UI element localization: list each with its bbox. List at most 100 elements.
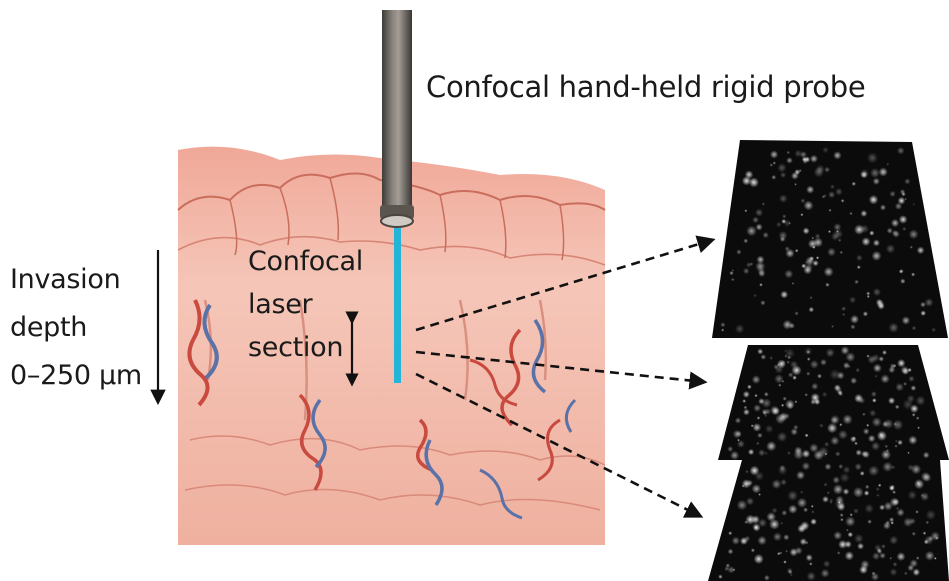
image-speckle <box>869 409 876 416</box>
image-speckle <box>896 507 899 510</box>
image-speckle <box>756 224 763 231</box>
image-speckle <box>758 493 761 496</box>
image-speckle <box>817 374 822 379</box>
image-speckle <box>935 536 939 540</box>
confocal-section-label: Confocal laser section <box>248 240 363 369</box>
image-speckle <box>776 222 782 228</box>
image-speckle <box>835 499 845 509</box>
image-speckle <box>838 501 841 504</box>
image-speckle <box>824 442 829 447</box>
image-speckle <box>877 494 880 497</box>
image-speckle <box>820 359 827 366</box>
image-speckle <box>886 244 895 253</box>
image-speckle <box>810 296 813 299</box>
image-speckle <box>849 296 856 303</box>
image-speckle <box>891 465 895 469</box>
invasion-depth-label: Invasion depth 0–250 µm <box>10 256 142 400</box>
image-speckle <box>872 251 882 261</box>
image-speckle <box>861 451 867 457</box>
image-speckle <box>752 484 761 493</box>
image-speckle <box>875 375 878 378</box>
image-speckle <box>881 544 886 549</box>
image-speckle <box>843 488 850 495</box>
image-speckle <box>736 249 741 254</box>
image-speckle <box>743 268 750 275</box>
image-speckle <box>832 476 840 484</box>
image-speckle <box>876 300 884 308</box>
image-speckle <box>889 557 892 560</box>
image-speckle <box>750 262 753 265</box>
image-speckle <box>787 451 790 454</box>
image-speckle <box>828 230 831 233</box>
image-speckle <box>831 417 839 425</box>
image-speckle <box>835 188 843 196</box>
image-speckle <box>891 219 899 227</box>
image-speckle <box>926 510 936 520</box>
image-speckle <box>752 217 759 224</box>
image-speckle <box>923 474 932 483</box>
image-speckle <box>785 550 788 553</box>
image-speckle <box>813 260 819 266</box>
image-speckle <box>757 433 762 438</box>
image-speckle <box>898 197 906 205</box>
image-speckle <box>853 508 859 514</box>
image-speckle <box>907 452 909 454</box>
image-speckle <box>785 249 794 258</box>
image-speckle <box>867 153 878 164</box>
image-speckle <box>925 551 935 561</box>
image-speckle <box>846 352 856 362</box>
probe-label: Confocal hand-held rigid probe <box>426 66 865 108</box>
image-speckle <box>783 534 789 540</box>
image-speckle <box>772 407 780 415</box>
image-speckle <box>787 151 790 154</box>
image-speckle <box>720 322 725 327</box>
image-speckle <box>791 428 798 435</box>
image-speckle <box>823 560 830 567</box>
image-speckle <box>921 492 930 501</box>
image-speckle <box>737 439 740 442</box>
image-speckle <box>783 560 786 563</box>
image-speckle <box>753 423 762 432</box>
image-speckle <box>886 163 889 166</box>
image-speckle <box>872 354 880 362</box>
section-label-line-2: laser <box>248 283 363 326</box>
image-speckle <box>766 441 776 451</box>
image-speckle <box>870 168 880 178</box>
image-speckle <box>926 521 930 525</box>
image-speckle <box>880 433 883 436</box>
image-speckle <box>860 471 865 476</box>
image-speckle <box>794 449 804 459</box>
image-speckle <box>838 239 841 242</box>
image-speckle <box>839 423 842 426</box>
image-speckle <box>914 479 924 489</box>
image-speckle <box>782 214 786 218</box>
image-speckle <box>745 170 754 179</box>
image-speckle <box>909 229 919 239</box>
image-speckle <box>780 522 783 525</box>
image-speckle <box>907 464 914 471</box>
image-speckle <box>911 273 915 277</box>
image-speckle <box>794 183 797 186</box>
image-speckle <box>810 155 818 163</box>
image-speckle <box>758 449 765 456</box>
image-speckle <box>908 491 917 500</box>
image-speckle <box>731 278 734 281</box>
image-speckle <box>762 202 765 205</box>
image-speckle <box>728 531 732 535</box>
image-speckle <box>791 172 799 180</box>
image-speckle <box>780 172 786 178</box>
image-speckle <box>900 279 905 284</box>
image-speckle <box>890 568 898 576</box>
image-speckle <box>865 504 874 513</box>
image-speckle <box>810 518 817 525</box>
image-speckle <box>790 548 798 556</box>
rigid-probe-icon <box>380 10 414 227</box>
image-speckle <box>854 394 863 403</box>
image-speckle <box>807 357 811 361</box>
image-speckle <box>920 310 926 316</box>
image-speckle <box>751 515 760 524</box>
image-speckle <box>871 573 879 581</box>
image-speckle <box>854 280 859 285</box>
image-speckle <box>784 220 791 227</box>
image-speckle <box>822 147 828 153</box>
